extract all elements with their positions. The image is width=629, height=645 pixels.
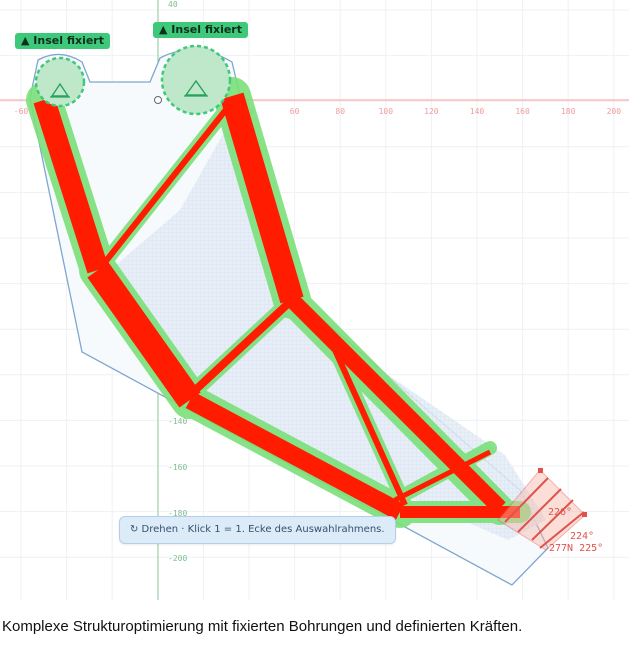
load-label-3: 277N 225° [549,543,603,554]
member-diagonal-1 [99,100,235,268]
canvas-svg[interactable]: -60-40-200,020406080100120140160180200 4… [0,0,629,600]
member-diagonal-2 [187,297,295,398]
fixed-support-icon [50,82,70,97]
x-tick-label: 80 [335,107,345,116]
y-tick-label: -180 [168,509,187,518]
y-tick-label: -140 [168,417,187,426]
hint-tooltip: ↻ Drehen · Klick 1 = 1. Ecke des Auswahl… [119,516,396,544]
load-handle[interactable] [538,468,543,473]
x-tick-label: 100 [379,107,394,116]
origin-marker[interactable] [154,96,162,104]
load-label-2: 224° [570,531,594,542]
x-tick-label: 140 [470,107,485,116]
member-left-lower [87,262,201,408]
member-diagonal-3 [332,348,408,507]
member-diagonal-4 [393,449,492,503]
fixed-hole-left[interactable] [34,56,86,108]
x-tick-label: 120 [424,107,439,116]
y-tick-label: -160 [168,463,187,472]
x-tick-label: 160 [515,107,530,116]
y-tick-label: -200 [168,554,187,563]
fixed-badge-left: ▲ Insel fixiert [15,33,110,49]
x-tick-label: -60 [14,107,29,116]
member-top-chord [286,294,506,514]
load-zone[interactable]: 226° 224° 277N 225° [497,468,603,554]
design-canvas[interactable]: -60-40-200,020406080100120140160180200 4… [0,0,629,600]
member-left-upper [33,96,109,274]
optimized-structure [33,92,520,520]
member-right-upper [220,92,304,304]
y-tick-label: 40 [168,0,178,9]
fixed-badge-right: ▲ Insel fixiert [153,22,248,38]
member-bottom-chord [185,392,405,520]
fixed-hole-right[interactable] [160,44,232,116]
x-tick-label: 200 [607,107,622,116]
x-tick-label: 180 [561,107,576,116]
load-handle[interactable] [582,512,587,517]
x-tick-label: 60 [290,107,300,116]
load-label-1: 226° [548,507,572,518]
figure-caption: Komplexe Strukturoptimierung mit fixiert… [2,618,523,635]
fixed-support-icon [184,79,208,96]
force-arrows [504,477,585,549]
